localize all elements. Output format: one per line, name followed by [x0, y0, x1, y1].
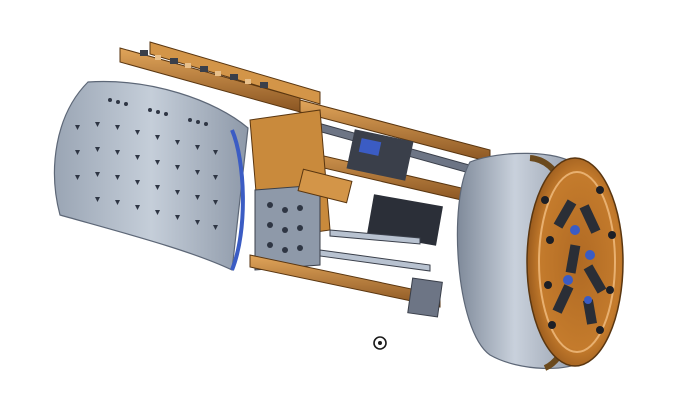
cutter-head[interactable] [526, 157, 624, 367]
central-frame[interactable] [249, 109, 443, 271]
top-rail-assembly[interactable] [119, 41, 321, 113]
cutter-spokes [552, 199, 607, 325]
rear-shield[interactable] [53, 80, 249, 271]
lower-rods[interactable] [249, 229, 443, 318]
shield-holes [75, 98, 218, 230]
origin-marker-icon [373, 336, 387, 350]
